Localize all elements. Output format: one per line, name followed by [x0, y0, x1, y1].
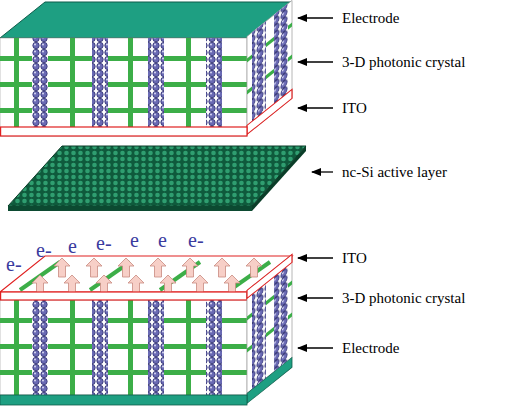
electron-symbol: e: [158, 230, 167, 250]
part-label: 3-D photonic crystal: [342, 55, 465, 70]
part-label: nc-Si active layer: [342, 165, 447, 180]
part-label: Electrode: [342, 11, 399, 26]
electron-symbol: e: [68, 236, 77, 256]
part-label: ITO: [342, 251, 367, 266]
part-label: 3-D photonic crystal: [342, 291, 465, 306]
electron-symbol: e-: [188, 230, 204, 250]
part-label: Electrode: [342, 341, 399, 356]
electron-symbol: e-: [36, 240, 52, 260]
part-label: ITO: [342, 101, 367, 116]
electron-symbol: e: [130, 230, 139, 250]
electron-symbol: e-: [96, 233, 112, 253]
electron-symbol: e-: [6, 254, 22, 274]
